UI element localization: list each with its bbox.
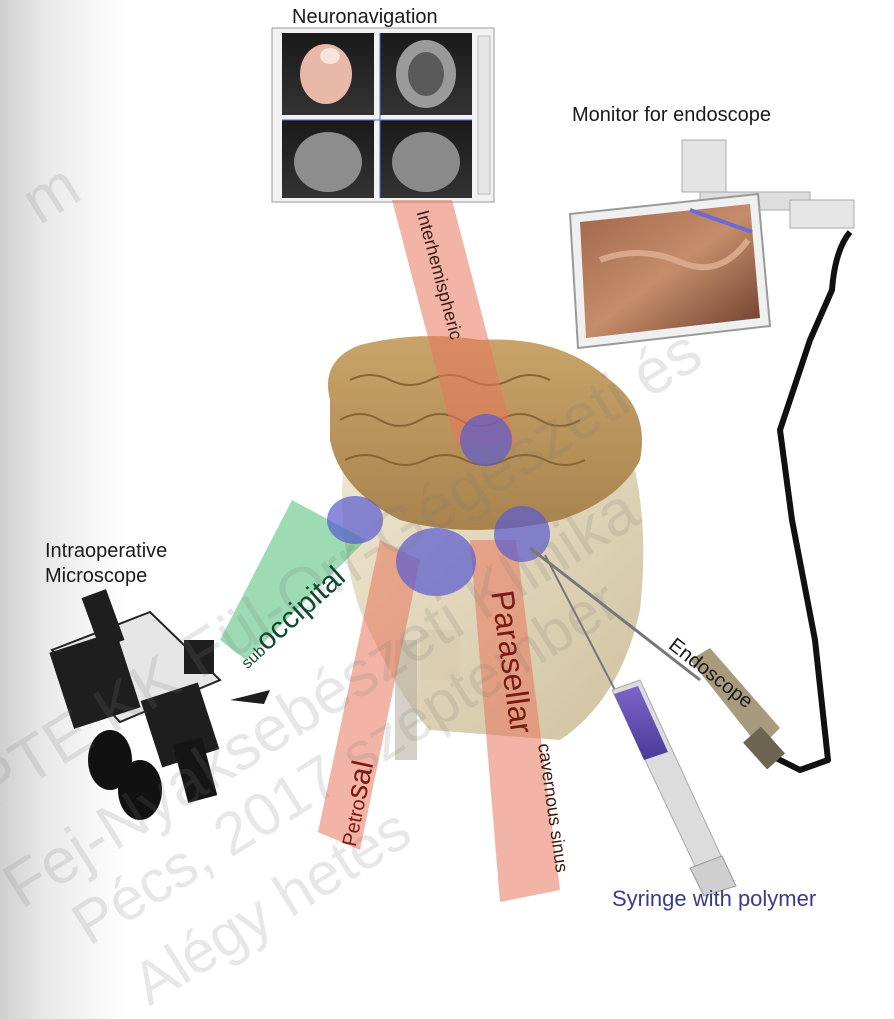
petrosal-label-b: sal	[340, 758, 380, 802]
endoscope-cable	[760, 232, 850, 770]
microscope-label-line1: Intraoperative	[45, 540, 167, 563]
syringe-label: Syringe with polymer	[612, 886, 816, 911]
microscope-label-line2: Microscope	[45, 565, 147, 588]
surgical-setup-diagram: PTE KK Fül-Orr-Gégészeti és Fej-Nyaksebé…	[0, 0, 894, 924]
petrosal-label-a: Petro	[339, 797, 370, 848]
endoscope-monitor	[570, 140, 854, 348]
neuronavigation-label: Neuronavigation	[292, 6, 438, 29]
monitor-label: Monitor for endoscope	[572, 104, 771, 127]
illustration	[0, 0, 894, 924]
neuronavigation-screen	[272, 28, 494, 202]
